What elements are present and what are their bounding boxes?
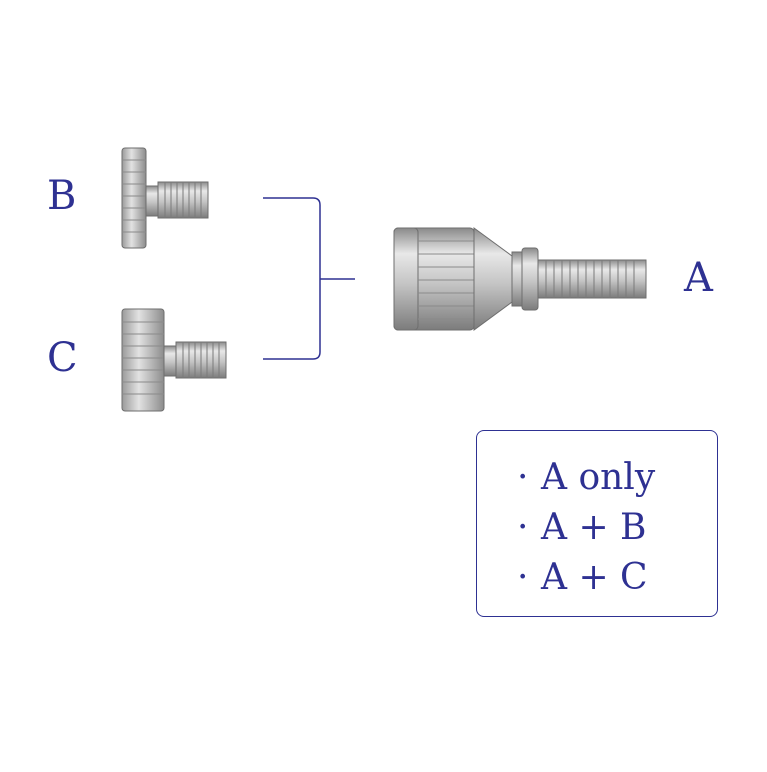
option-item: · A + C: [517, 553, 717, 603]
options-list: · A only · A + B · A + C: [477, 431, 717, 603]
connector-body-icon: [393, 227, 647, 331]
bracket-connector: [263, 197, 355, 360]
part-label-c: C: [47, 335, 78, 381]
option-text: A + B: [541, 507, 647, 548]
part-label-a: A: [684, 255, 713, 301]
option-item: · A only: [517, 453, 717, 503]
bullet: ·: [517, 457, 529, 498]
option-item: · A + B: [517, 503, 717, 553]
options-box: · A only · A + B · A + C: [476, 430, 718, 617]
thick-thumbscrew-icon: [121, 308, 227, 412]
thin-thumbscrew-icon: [121, 147, 209, 249]
bullet: ·: [517, 507, 529, 548]
part-label-b: B: [47, 173, 77, 219]
option-text: A + C: [541, 557, 648, 598]
bullet: ·: [517, 557, 529, 598]
option-text: A only: [541, 457, 656, 498]
